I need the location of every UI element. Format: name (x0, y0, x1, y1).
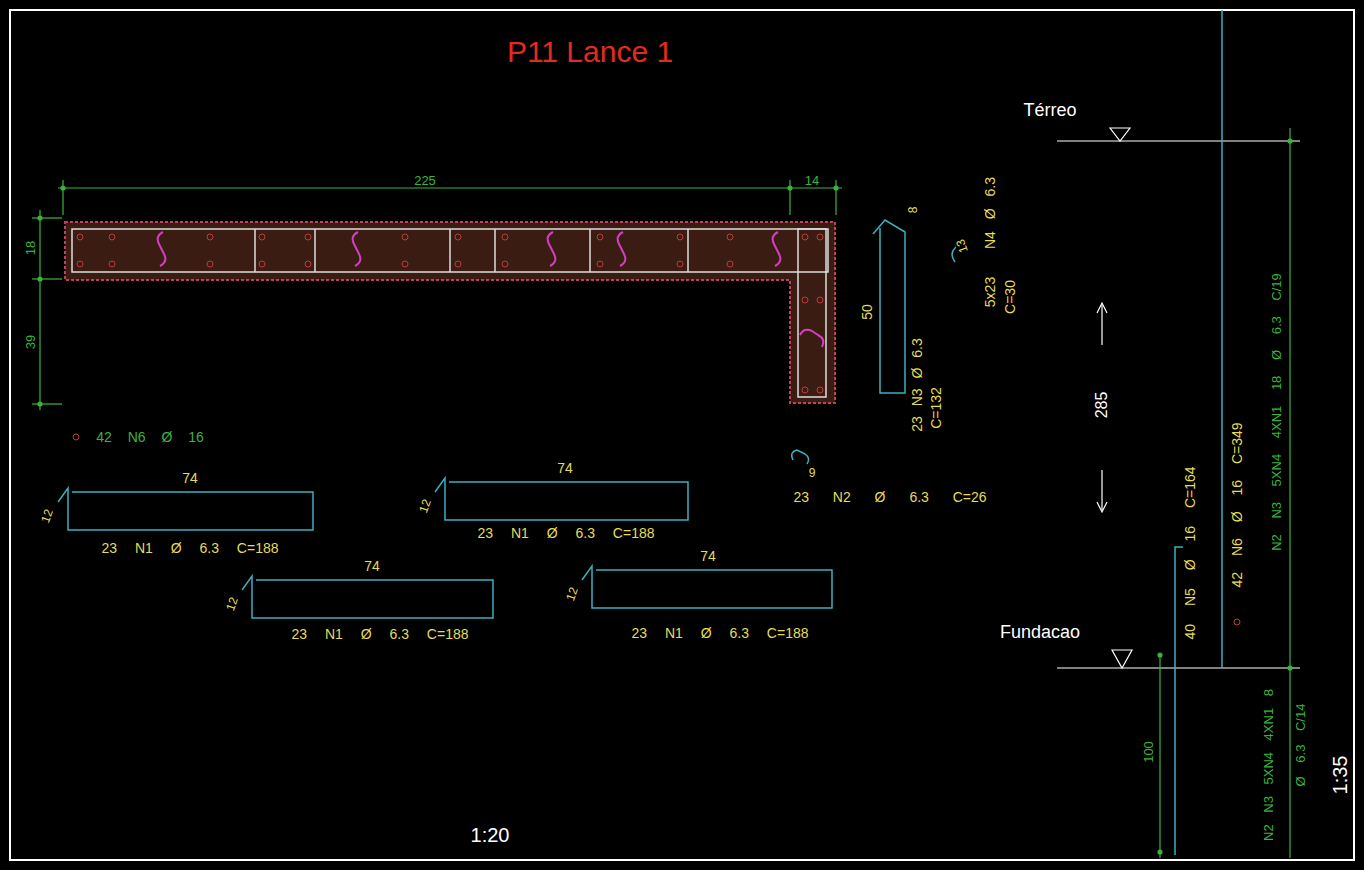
bar-length: 74 (180, 471, 200, 485)
hook-length: 12 (563, 584, 580, 604)
height-dimension: 285 (1094, 390, 1110, 421)
hook-length: 12 (223, 594, 240, 614)
bar-label: 23 N3 Ø 6.3 (910, 336, 924, 434)
scale: 1:20 (469, 825, 512, 845)
level-name: Fundacao (998, 623, 1082, 641)
bar-label: 23 N1 Ø 6.3 C=188 (475, 526, 656, 540)
hook-length: 12 (416, 496, 433, 516)
bar-length: C=30 (1003, 278, 1017, 316)
stirrup-label: Ø 6.3 C/14 (1294, 702, 1307, 789)
bar-label: 42 N6 Ø 16 (94, 430, 206, 444)
bar-length: 74 (362, 559, 382, 573)
bar-label: 40 N5 Ø 16 C=164 (1183, 464, 1197, 641)
dimension: 225 (412, 174, 438, 187)
bar-length: C=132 (929, 385, 943, 431)
hook-length: 12 (38, 506, 55, 526)
bar-length: 74 (555, 461, 575, 475)
bar-label: 23 N1 Ø 6.3 C=188 (99, 541, 280, 555)
scale: 1:35 (1330, 754, 1350, 797)
bar-label: N4 Ø 6.3 (983, 175, 997, 251)
bar-count: 5x23 (983, 275, 997, 309)
hook-length: 13 (953, 236, 970, 256)
bar-length: 50 (860, 302, 874, 322)
stirrup-label: N2 N3 5XN4 4XN1 18 Ø 6.3 C/19 (1270, 271, 1283, 553)
bar-label: 42 N6 Ø 16 C=349 (1230, 420, 1244, 589)
bar-label: 23 N2 Ø 6.3 C=26 (791, 490, 988, 504)
hook-length: 8 (907, 205, 919, 216)
dimension: 18 (24, 239, 37, 257)
bar-label: 23 N1 Ø 6.3 C=188 (629, 626, 810, 640)
stirrup-label: N2 N3 5XN4 4XN1 8 (1262, 687, 1275, 843)
dimension: 39 (24, 333, 37, 351)
dimension: 100 (1142, 739, 1155, 765)
drawing-title: P11 Lance 1 (507, 35, 673, 69)
bar-length: 74 (698, 549, 718, 563)
level-name: Térreo (1021, 101, 1078, 119)
hook-length: 9 (807, 467, 818, 479)
bar-label: 23 N1 Ø 6.3 C=188 (289, 627, 470, 641)
dimension: 14 (803, 174, 821, 187)
